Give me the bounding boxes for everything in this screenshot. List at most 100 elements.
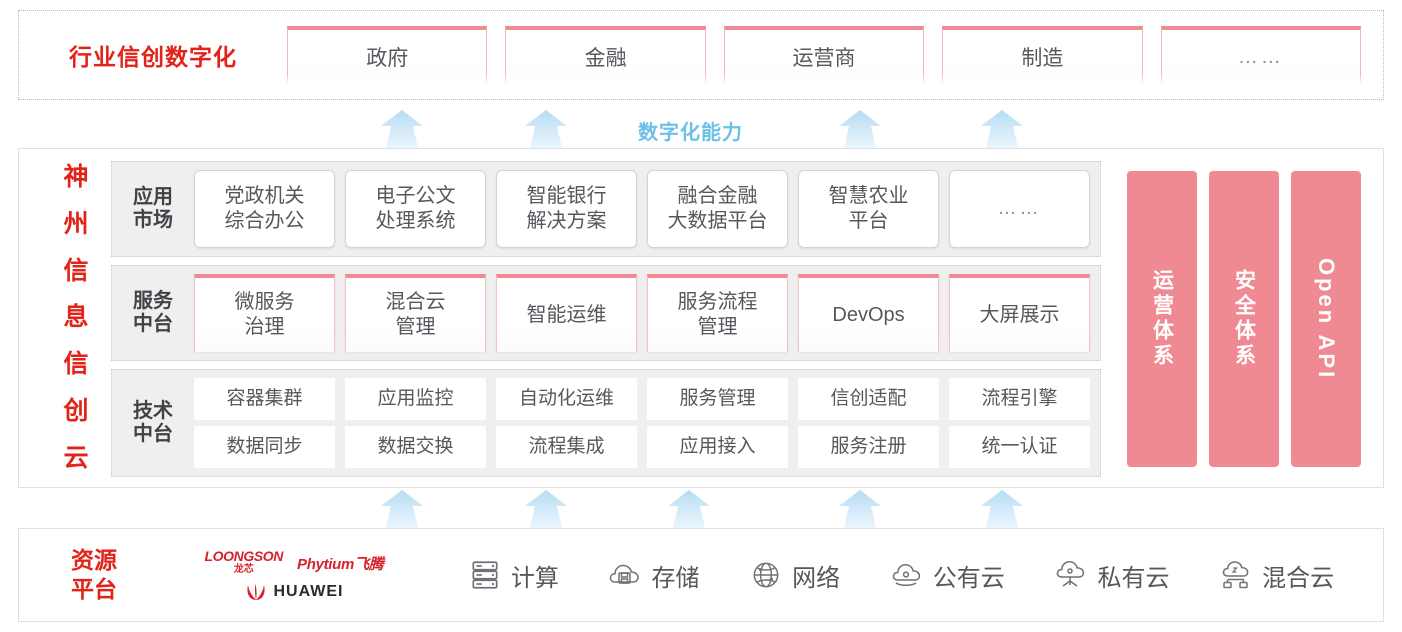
app-card-government-office[interactable]: 党政机关 综合办公 [194,170,335,248]
cloud-row-list: 应用 市场 党政机关 综合办公 电子公文 处理系统 [111,161,1101,477]
resource-item-hybrid-cloud[interactable]: 混合云 [1219,558,1334,593]
cloud-title-char: 神 [63,163,89,191]
up-arrow-icon [839,110,881,148]
app-card-edoc-system[interactable]: 电子公文 处理系统 [345,170,486,248]
pillar-security-system[interactable]: 安全体系 [1209,171,1279,467]
resource-item-public-cloud[interactable]: 公有云 [890,558,1005,593]
svc-card-hybrid-cloud-mgmt[interactable]: 混合云 管理 [345,274,486,352]
svc-card-devops[interactable]: DevOps [798,274,939,352]
network-globe-icon [749,558,783,592]
resource-item-label: 混合云 [1262,564,1335,592]
card-line1: 电子公文 [375,185,456,207]
tech-card-automated-ops[interactable]: 自动化运维 [496,378,637,420]
technical-platform-cells: 容器集群 应用监控 自动化运维 服务管理 信创适配 流程引擎 数据同步 数据交换… [194,378,1090,468]
row-label-application-market: 应用 市场 [122,186,184,232]
tech-card-service-mgmt[interactable]: 服务管理 [647,378,788,420]
row-label-line2: 市场 [133,209,173,231]
card-line2: 综合办公 [224,210,305,232]
app-card-smart-agriculture[interactable]: 智慧农业 平台 [798,170,939,248]
tech-card-unified-auth[interactable]: 统一认证 [949,426,1090,468]
card-line2: 大数据平台 [667,210,768,232]
card-line1: 混合云 [385,291,446,313]
cloud-platform-title: 神 州 信 息 信 创 云 [49,161,103,475]
card-line1: 智慧农业 [828,185,909,207]
resource-item-storage[interactable]: 存储 [608,558,699,593]
pillar-label: Open API [1314,257,1339,381]
tech-card-app-monitoring[interactable]: 应用监控 [345,378,486,420]
industry-tab-carrier[interactable]: 运营商 [723,26,925,85]
pillar-list: 运营体系 安全体系 Open API [1127,171,1361,467]
industry-tab-finance[interactable]: 金融 [505,26,707,85]
up-arrow-icon [525,110,567,148]
public-cloud-icon [890,558,924,592]
vendor-logo-row-top: LOONGSON 龙芯 Phytium飞腾 [205,549,384,577]
cloud-title-char: 信 [63,256,89,285]
resource-title-line2: 平台 [71,576,117,602]
cloud-title-char: 息 [63,303,89,332]
tech-card-data-sync[interactable]: 数据同步 [194,426,335,468]
service-platform-cells: 微服务 治理 混合云 管理 智能运维 服务流程 [194,274,1090,352]
resource-item-list: 计算 存储 [419,558,1383,593]
row-label-line1: 应用 [133,186,173,208]
server-icon [468,558,502,592]
industry-tab-government[interactable]: 政府 [287,26,488,85]
pillar-open-api[interactable]: Open API [1291,171,1361,467]
vendor-logo-list: LOONGSON 龙芯 Phytium飞腾 HUAWEI [169,549,419,601]
application-market-cells: 党政机关 综合办公 电子公文 处理系统 智能银行 解决方案 [194,170,1090,248]
row-label-technical-platform: 技术 中台 [122,400,184,446]
svc-card-microservice-governance[interactable]: 微服务 治理 [194,274,335,352]
industry-bar: 行业信创数字化 政府 金融 运营商 制造 …… [18,10,1384,100]
card-line2: 平台 [848,210,889,232]
resource-item-label: 计算 [510,564,559,592]
capability-label: 数字化能力 [638,122,743,144]
tech-card-data-exchange[interactable]: 数据交换 [345,426,486,468]
app-card-smart-bank[interactable]: 智能银行 解决方案 [496,170,637,248]
cloud-title-char: 云 [63,443,89,472]
private-cloud-icon [1054,558,1088,592]
loongson-logo-cn: 龙芯 [233,564,254,575]
resource-item-label: 网络 [792,564,841,592]
phytium-logo: Phytium飞腾 [297,555,384,573]
pillar-label: 运营体系 [1150,269,1174,369]
tech-card-xinchuang-adaptation[interactable]: 信创适配 [798,378,939,420]
pillar-label: 安全体系 [1232,269,1256,369]
tech-card-app-access[interactable]: 应用接入 [647,426,788,468]
card-line1: 智能银行 [526,185,607,207]
row-label-service-platform: 服务 中台 [122,290,184,336]
hybrid-cloud-icon [1219,558,1253,592]
svc-card-service-process-mgmt[interactable]: 服务流程 管理 [647,274,788,352]
industry-tab-more[interactable]: …… [1160,26,1362,85]
app-card-finance-bigdata[interactable]: 融合金融 大数据平台 [647,170,788,248]
loongson-logo-en: LOONGSON [204,548,284,564]
resource-arrow-strip-bottom [18,488,1384,528]
capability-arrow-strip-top: 数字化能力 [18,108,1384,148]
resource-platform-panel: 资源 平台 LOONGSON 龙芯 Phytium飞腾 [18,528,1384,622]
resource-item-label: 私有云 [1097,564,1170,592]
card-line2: 管理 [395,316,436,338]
tech-card-service-registry[interactable]: 服务注册 [798,426,939,468]
up-arrow-icon [381,490,423,528]
tech-card-container-cluster[interactable]: 容器集群 [194,378,335,420]
tech-card-process-integration[interactable]: 流程集成 [496,426,637,468]
card-line2: 处理系统 [375,210,456,232]
svc-card-smart-ops[interactable]: 智能运维 [496,274,637,352]
row-label-line1: 技术 [133,400,173,422]
resource-item-label: 公有云 [932,564,1005,592]
row-service-platform: 服务 中台 微服务 治理 混合云 管理 [111,265,1101,361]
card-line1: 微服务 [234,291,295,313]
resource-item-label: 存储 [651,564,700,592]
resource-item-private-cloud[interactable]: 私有云 [1054,558,1169,593]
pillar-operations-system[interactable]: 运营体系 [1127,171,1197,467]
resource-item-network[interactable]: 网络 [749,558,840,593]
card-line2: 解决方案 [526,210,607,232]
card-line1: 党政机关 [224,185,305,207]
row-technical-platform: 技术 中台 容器集群 应用监控 自动化运维 服务管理 信创适配 流程引擎 数据同… [111,369,1101,477]
resource-item-compute[interactable]: 计算 [468,558,559,593]
row-label-line1: 服务 [133,290,173,312]
industry-tab-manufacturing[interactable]: 制造 [942,26,1144,85]
card-line2: 管理 [697,316,738,338]
tech-card-process-engine[interactable]: 流程引擎 [949,378,1090,420]
svc-card-dashboard[interactable]: 大屏展示 [949,274,1090,352]
industry-title: 行业信创数字化 [69,44,237,70]
app-card-more[interactable]: …… [949,170,1090,248]
